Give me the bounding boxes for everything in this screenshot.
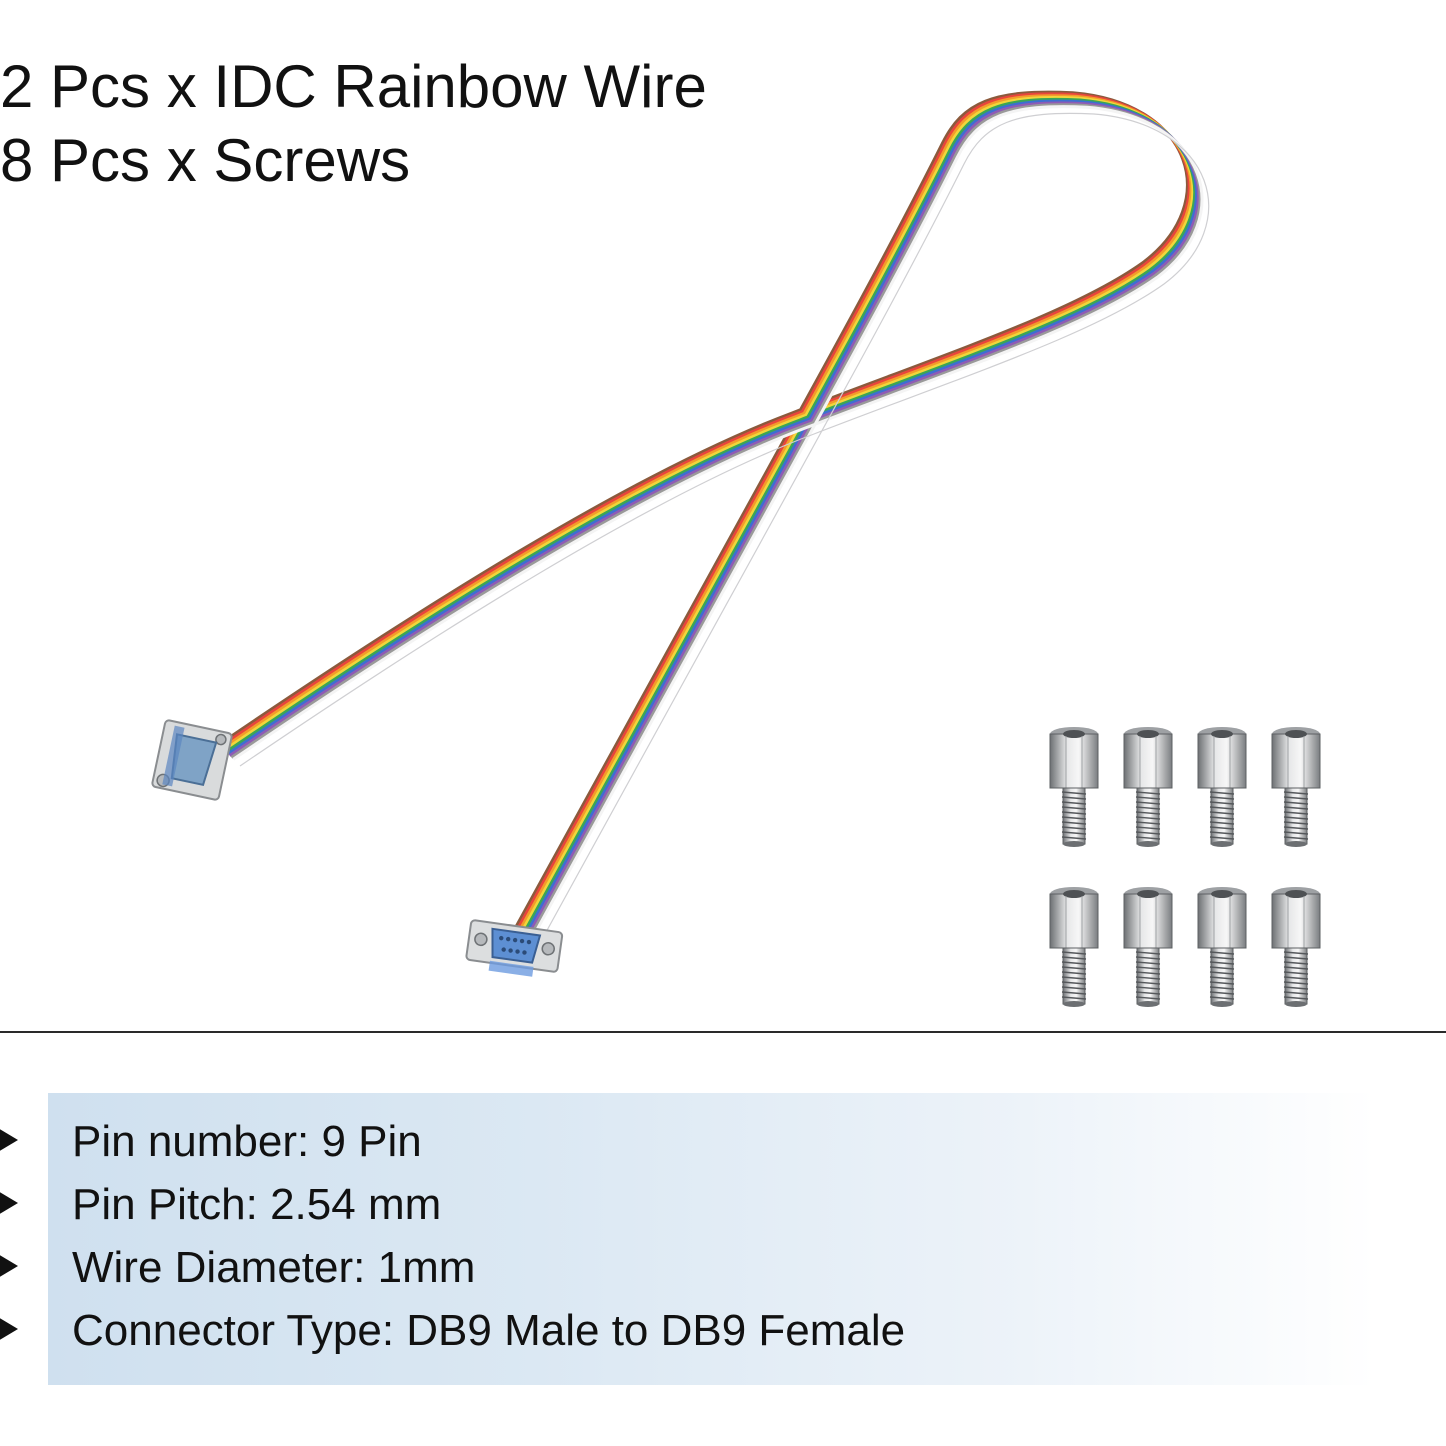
section-divider (0, 1031, 1446, 1033)
spec-item-pin-number: Pin number: 9 Pin (0, 1110, 1200, 1173)
ribbon-strand (226, 99, 1198, 943)
standoff-screw-group (1049, 727, 1321, 1007)
bullet-arrow-icon (0, 1128, 18, 1152)
title-block: 2 Pcs x IDC Rainbow Wire 8 Pcs x Screws (0, 50, 707, 198)
ribbon-strand (232, 105, 1204, 949)
bullet-arrow-icon (0, 1254, 18, 1278)
product-illustration (151, 90, 1321, 1007)
spec-text: Connector Type: DB9 Male to DB9 Female (72, 1306, 906, 1355)
bullet-arrow-icon (0, 1317, 18, 1341)
ribbon-strand (223, 96, 1195, 939)
bullet-arrow-icon (0, 1191, 18, 1215)
hex-standoff-screw-icon (1271, 727, 1321, 847)
rainbow-ribbon-cable-icon (217, 90, 1210, 955)
spec-list: Pin number: 9 Pin Pin Pitch: 2.54 mm Wir… (0, 1110, 1200, 1362)
spec-text: Pin Pitch: 2.54 mm (72, 1180, 442, 1229)
db9-male-connector-icon (151, 719, 233, 801)
ribbon-edge (239, 112, 1210, 955)
spec-text: Pin number: 9 Pin (72, 1117, 422, 1166)
title-line-screws: 8 Pcs x Screws (0, 127, 411, 194)
ribbon-strand (221, 94, 1193, 938)
hex-standoff-screw-icon (1123, 887, 1173, 1007)
spec-item-connector-type: Connector Type: DB9 Male to DB9 Female (0, 1299, 1200, 1362)
hex-standoff-screw-icon (1197, 887, 1247, 1007)
ribbon-strand (228, 101, 1200, 945)
spec-item-pin-pitch: Pin Pitch: 2.54 mm (0, 1173, 1200, 1236)
spec-panel (48, 1093, 1446, 1385)
ribbon-strand (225, 97, 1197, 941)
hex-standoff-screw-icon (1049, 727, 1099, 847)
ribbon-strand (230, 103, 1202, 947)
hex-standoff-screw-icon (1197, 727, 1247, 847)
spec-text: Wire Diameter: 1mm (72, 1243, 476, 1292)
hex-standoff-screw-icon (1271, 887, 1321, 1007)
title-line-wire: 2 Pcs x IDC Rainbow Wire (0, 53, 707, 120)
hex-standoff-screw-icon (1123, 727, 1173, 847)
ribbon-strand (219, 92, 1191, 936)
spec-item-wire-diameter: Wire Diameter: 1mm (0, 1236, 1200, 1299)
ribbon-strand (217, 90, 1189, 934)
db9-female-connector-icon (465, 919, 564, 977)
hex-standoff-screw-icon (1049, 887, 1099, 1007)
